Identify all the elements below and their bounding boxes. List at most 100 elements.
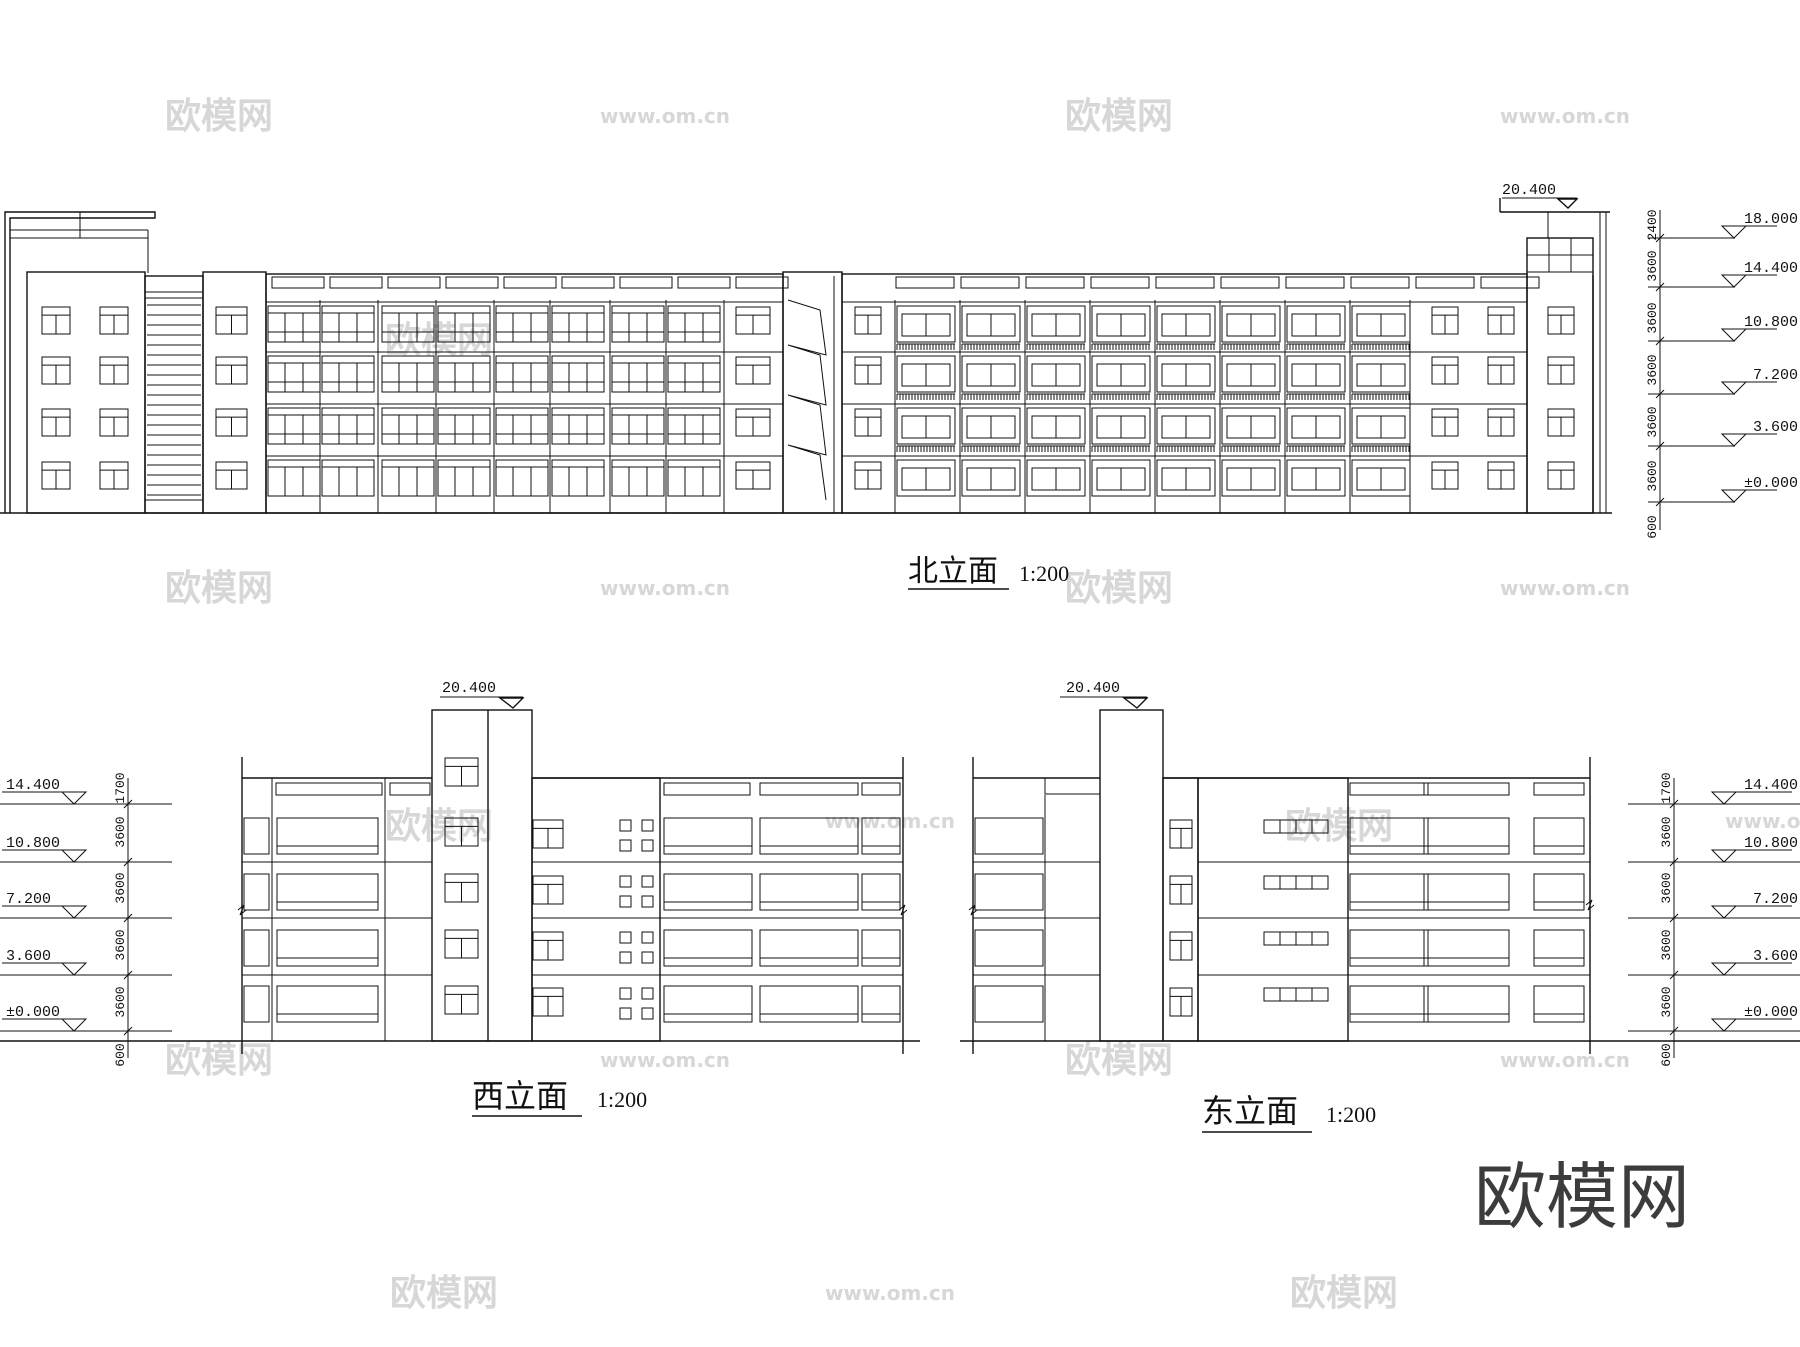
north-elevation bbox=[0, 197, 1612, 514]
watermark-url: www.om.cn bbox=[600, 104, 730, 128]
north-window bbox=[1487, 461, 1515, 490]
watermark-url: www.om.cn bbox=[825, 1281, 955, 1305]
north-window bbox=[41, 408, 71, 437]
north-classroom-window bbox=[1351, 407, 1411, 452]
north-classroom-window bbox=[437, 355, 491, 393]
north-window bbox=[854, 306, 882, 335]
north-classroom-window bbox=[1221, 407, 1281, 452]
north-classroom-window bbox=[611, 407, 665, 445]
dimension-label: 2400 bbox=[1645, 209, 1660, 240]
west-elevation bbox=[0, 696, 920, 1054]
north-classroom-window bbox=[267, 305, 321, 343]
east-window bbox=[1169, 875, 1193, 905]
level-label: 14.400 bbox=[1744, 260, 1798, 277]
level-label: 10.800 bbox=[6, 835, 60, 852]
north-classroom-window bbox=[495, 355, 549, 393]
west-tower-window bbox=[444, 929, 479, 959]
north-window bbox=[1487, 356, 1515, 385]
watermark-url: www.om.cn bbox=[1725, 809, 1800, 833]
north-classroom-window bbox=[495, 305, 549, 343]
north-classroom-window bbox=[896, 459, 956, 497]
north-window bbox=[1547, 356, 1575, 385]
north-classroom-window bbox=[1351, 355, 1411, 400]
north-classroom-window bbox=[1221, 305, 1281, 350]
level-label: 3.600 bbox=[6, 948, 51, 965]
north-level-markers: 18.00014.40010.8007.2003.600±0.000240036… bbox=[1645, 209, 1798, 538]
west-title-scale: 1:200 bbox=[597, 1087, 647, 1112]
dimension-label: 600 bbox=[1659, 1043, 1674, 1066]
north-classroom-window bbox=[321, 355, 375, 393]
east-strip-window bbox=[1263, 875, 1329, 890]
east-title-label: 东立面 bbox=[1202, 1093, 1298, 1129]
north-window bbox=[99, 306, 129, 335]
east-strip-window bbox=[1263, 819, 1329, 834]
north-classroom-window bbox=[1221, 459, 1281, 497]
north-classroom-window bbox=[437, 459, 491, 497]
watermark-url: www.om.cn bbox=[825, 809, 955, 833]
north-classroom-window bbox=[267, 459, 321, 497]
east-level-markers: 14.40010.8007.2003.600±0.000170036003600… bbox=[1628, 772, 1800, 1067]
north-classroom-window bbox=[1026, 305, 1086, 350]
west-title-label: 西立面 bbox=[472, 1078, 568, 1114]
watermark-url: www.om.cn bbox=[1500, 576, 1630, 600]
north-title-label: 北立面 bbox=[908, 555, 998, 588]
dimension-label: 3600 bbox=[1659, 872, 1674, 903]
north-window bbox=[1431, 356, 1459, 385]
north-classroom-window bbox=[321, 407, 375, 445]
north-title: 北立面 1:200 bbox=[908, 555, 1069, 590]
north-classroom-window bbox=[961, 355, 1021, 400]
north-window bbox=[41, 356, 71, 385]
north-window bbox=[735, 356, 771, 385]
watermark-logo: 欧模网 bbox=[165, 1040, 273, 1081]
north-classroom-window bbox=[961, 459, 1021, 497]
watermark-logo: 欧模网 bbox=[1065, 1040, 1173, 1081]
north-classroom-window bbox=[896, 355, 956, 400]
north-window bbox=[215, 408, 248, 437]
west-tower-window bbox=[444, 985, 479, 1015]
north-classroom-window bbox=[1026, 407, 1086, 452]
north-classroom-window bbox=[551, 305, 605, 343]
north-title-scale: 1:200 bbox=[1019, 561, 1069, 586]
north-classroom-window bbox=[961, 305, 1021, 350]
north-classroom-window bbox=[381, 355, 435, 393]
level-label: 18.000 bbox=[1744, 211, 1798, 228]
north-window bbox=[1487, 408, 1515, 437]
level-label: ±0.000 bbox=[1744, 475, 1798, 492]
north-classroom-window bbox=[896, 305, 956, 350]
level-label: 10.800 bbox=[1744, 835, 1798, 852]
north-classroom-window bbox=[1156, 459, 1216, 497]
north-window bbox=[99, 461, 129, 490]
north-window bbox=[41, 461, 71, 490]
north-window bbox=[1547, 306, 1575, 335]
east-window bbox=[1169, 819, 1193, 849]
level-label: 3.600 bbox=[1753, 948, 1798, 965]
north-classroom-window bbox=[1286, 407, 1346, 452]
north-classroom-window bbox=[1091, 459, 1151, 497]
north-classroom-window bbox=[1026, 355, 1086, 400]
north-window bbox=[215, 306, 248, 335]
watermark-logo: 欧模网 bbox=[390, 1273, 498, 1314]
north-classroom-window bbox=[1091, 407, 1151, 452]
west-title: 西立面 1:200 bbox=[472, 1078, 647, 1117]
dimension-label: 3600 bbox=[113, 816, 128, 847]
watermark-url: www.om.cn bbox=[1500, 1048, 1630, 1072]
east-elevation bbox=[960, 696, 1800, 1054]
north-window bbox=[1431, 306, 1459, 335]
watermark-logo: 欧模网 bbox=[1290, 1273, 1398, 1314]
north-window bbox=[99, 408, 129, 437]
north-classroom-window bbox=[321, 305, 375, 343]
north-classroom-window bbox=[1156, 407, 1216, 452]
north-classroom-window bbox=[495, 407, 549, 445]
west-roof-elevation: 20.400 bbox=[442, 680, 496, 697]
north-window bbox=[1487, 306, 1515, 335]
watermark-logo: 欧模网 bbox=[1285, 806, 1393, 847]
level-label: 14.400 bbox=[1744, 777, 1798, 794]
watermark-logo: 欧模网 bbox=[385, 320, 493, 361]
north-classroom-window bbox=[267, 407, 321, 445]
north-window bbox=[735, 461, 771, 490]
level-label: ±0.000 bbox=[6, 1004, 60, 1021]
dimension-label: 3600 bbox=[1659, 986, 1674, 1017]
level-label: 7.200 bbox=[6, 891, 51, 908]
